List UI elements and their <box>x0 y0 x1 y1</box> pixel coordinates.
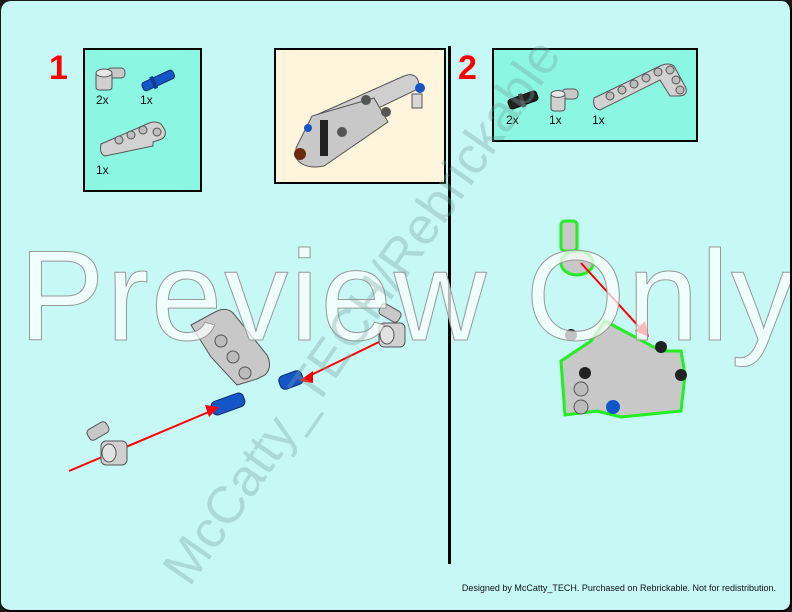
connector-left <box>86 421 128 466</box>
black-pin-icon <box>507 90 539 110</box>
step-2-assembly-diagram <box>559 219 687 419</box>
liftarm-l-icon <box>100 121 166 157</box>
pin-connector-icon <box>550 88 579 112</box>
sub-assembly-callout <box>274 48 446 184</box>
step-2-number: 2 <box>458 49 477 87</box>
step-1-assembly-diagram <box>68 303 406 472</box>
part-qty: 1x <box>96 163 109 177</box>
part-qty: 2x <box>506 113 519 127</box>
preview-watermark: Preview Only <box>19 225 792 368</box>
step-1-parts-list: 2x 1x 1x <box>83 48 202 192</box>
connector-right <box>378 303 406 348</box>
part-qty: 1x <box>140 93 153 107</box>
blue-axle-pin-icon <box>141 69 176 92</box>
pin-connector-icon <box>95 67 126 91</box>
step-2-parts-list: 2x 1x 1x <box>492 48 698 142</box>
step-divider <box>448 46 451 564</box>
sub-assembly-icon <box>294 74 425 168</box>
part-qty: 2x <box>96 93 109 107</box>
footer-credit: Designed by McCatty_TECH. Purchased on R… <box>461 583 776 593</box>
part-qty: 1x <box>549 113 562 127</box>
step-1-number: 1 <box>49 49 68 87</box>
liftarm-bent-icon <box>593 63 687 111</box>
part-qty: 1x <box>592 113 605 127</box>
